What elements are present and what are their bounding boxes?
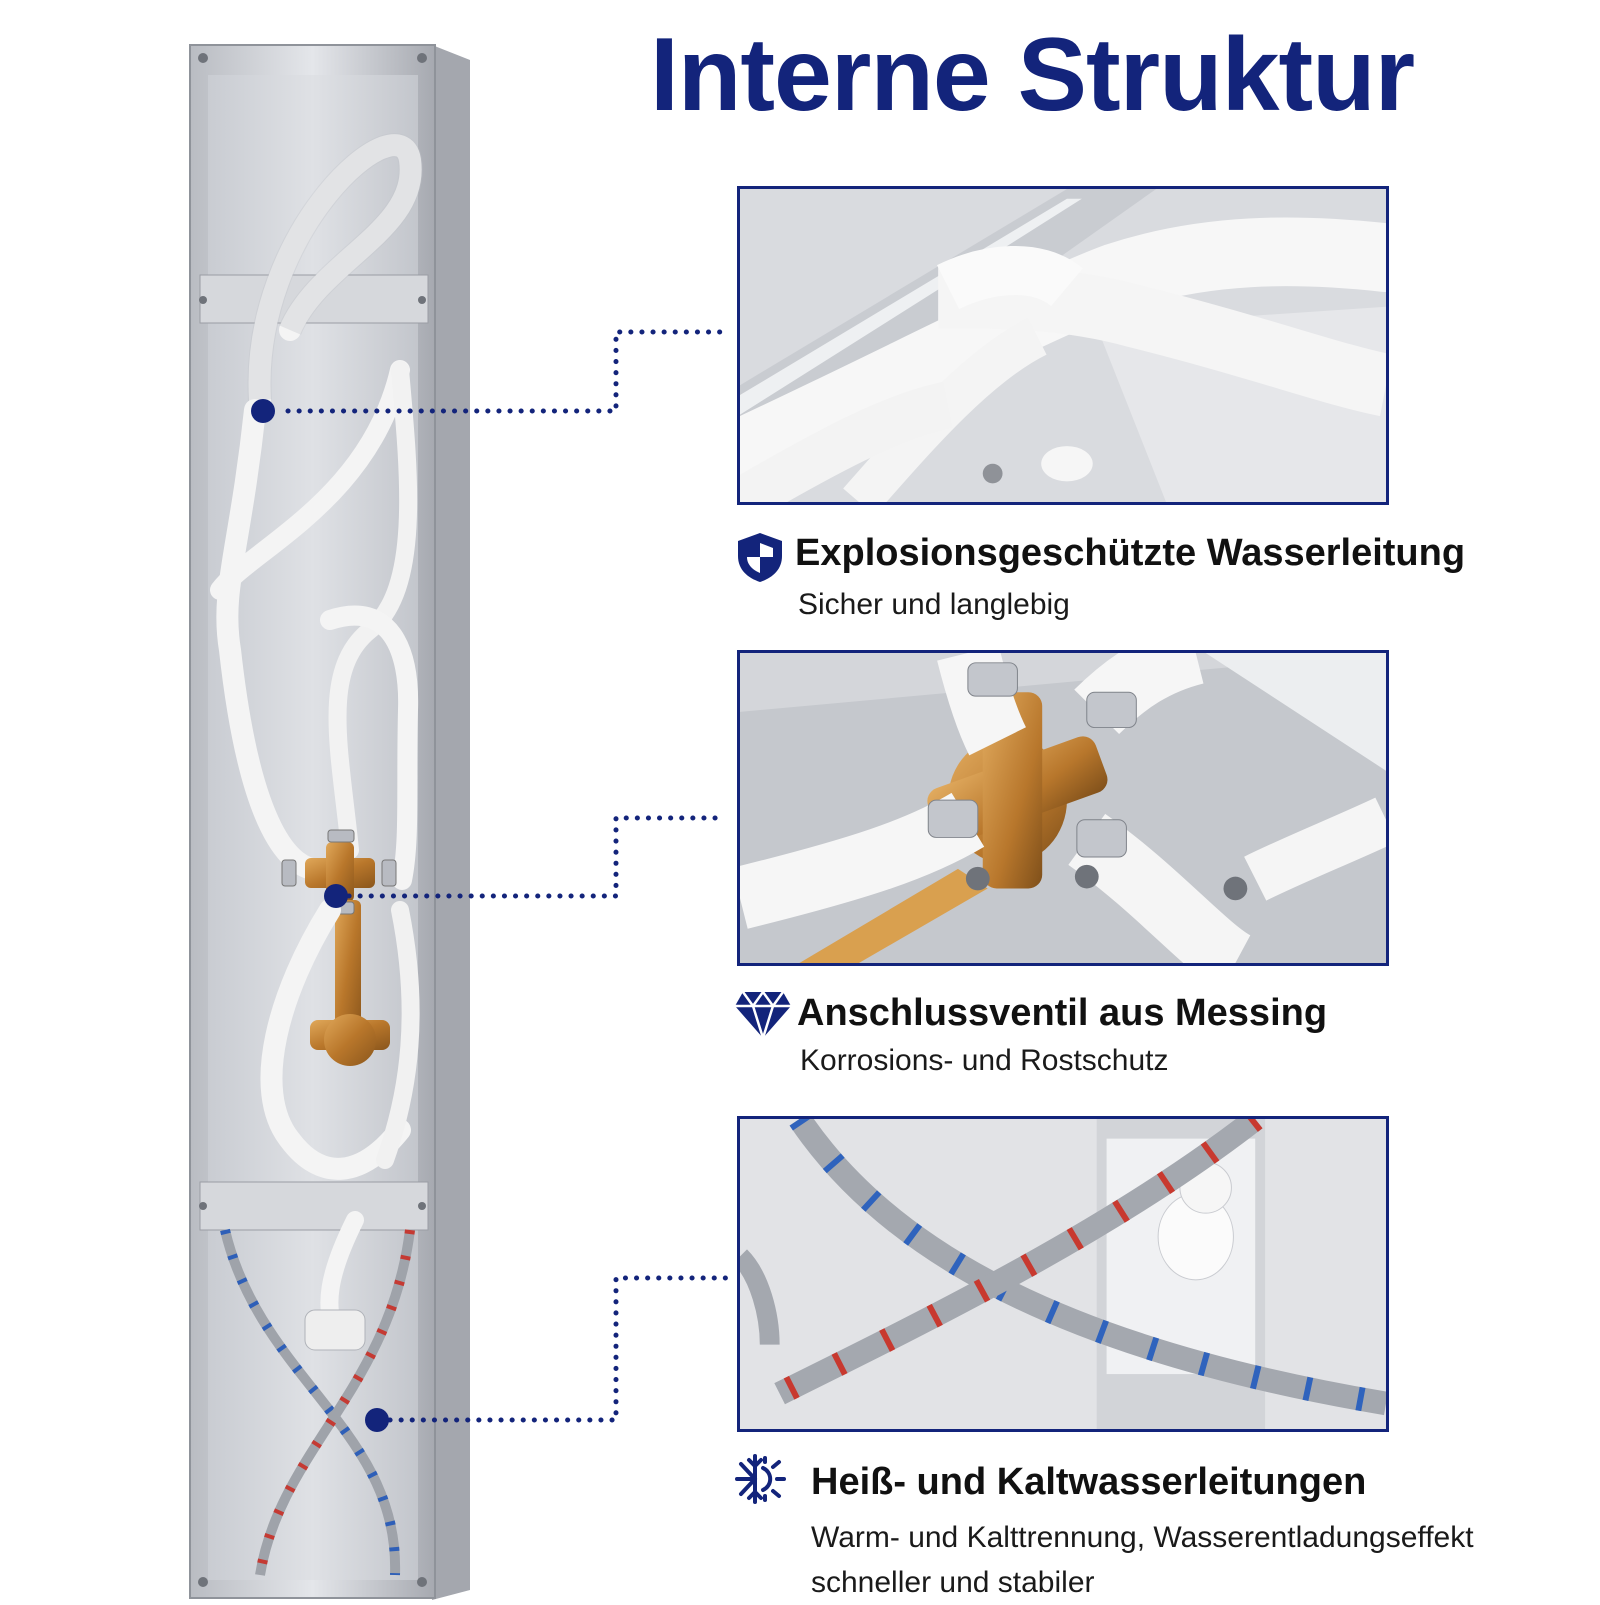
detail-photo-braided-hoses [737,1116,1389,1432]
feature-3-subtitle-line1: Warm- und Kalttrennung, Wasserentladungs… [811,1521,1474,1554]
page-title: Interne Struktur [650,17,1415,133]
diamond-icon [733,988,793,1042]
shower-panel-image [170,30,510,1600]
feature-3-subtitle-line2: schneller und stabiler [811,1566,1095,1599]
shield-icon [733,530,787,584]
feature-1-title: Explosionsgeschützte Wasserleitung [795,532,1466,574]
snowflake-sun-icon [733,1452,787,1506]
detail-photo-hoses [737,186,1389,505]
feature-2-title: Anschlussventil aus Messing [797,992,1328,1034]
feature-1-subtitle: Sicher und langlebig [798,588,1070,621]
detail-photo-brass-valve [737,650,1389,966]
feature-2-subtitle: Korrosions- und Rostschutz [800,1044,1169,1077]
feature-3-title: Heiß- und Kaltwasserleitungen [811,1461,1367,1503]
